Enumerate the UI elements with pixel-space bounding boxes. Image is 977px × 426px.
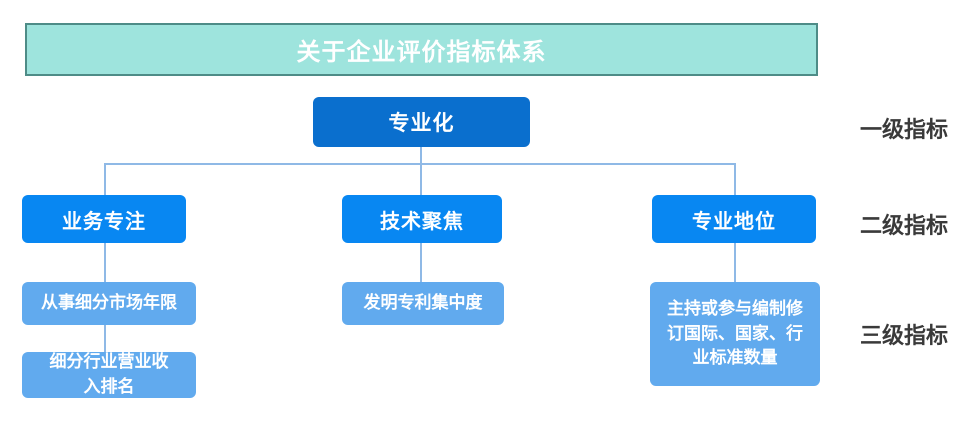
level2-node-technology-focus: 技术聚焦	[342, 195, 502, 243]
level3-node-label: 发明专利集中度	[363, 293, 483, 313]
connector-line	[104, 325, 106, 353]
connector-line	[420, 147, 422, 164]
diagram-title-banner: 关于企业评价指标体系	[25, 23, 818, 76]
tier-label-level1: 一级指标	[860, 117, 949, 142]
level3-node-label: 从事细分市场年限	[41, 293, 177, 313]
connector-line	[420, 163, 422, 196]
level3-node-market-years: 从事细分市场年限	[22, 282, 196, 325]
level1-node: 专业化	[313, 97, 530, 147]
level2-node-label: 专业地位	[692, 210, 776, 233]
level2-node-label: 技术聚焦	[380, 210, 464, 233]
diagram-title: 关于企业评价指标体系	[296, 39, 547, 66]
level1-node-label: 专业化	[388, 112, 455, 135]
connector-line	[104, 243, 106, 283]
level3-node-label: 主持或参与编制修订国际、国家、行业标准数量	[667, 299, 803, 368]
connector-line	[420, 243, 422, 283]
level3-node-standards-count: 主持或参与编制修订国际、国家、行业标准数量	[650, 282, 820, 386]
connector-line	[734, 243, 736, 283]
level3-node-revenue-ranking: 细分行业营业收入排名	[22, 352, 196, 398]
tier-label-level3: 三级指标	[860, 323, 949, 348]
level2-node-label: 业务专注	[62, 210, 146, 233]
level2-node-professional-status: 专业地位	[652, 195, 816, 243]
connector-line	[734, 163, 736, 196]
tier-label-level2: 二级指标	[860, 213, 949, 238]
level2-node-business-focus: 业务专注	[22, 195, 186, 243]
level3-node-patent-concentration: 发明专利集中度	[342, 282, 504, 325]
connector-line	[104, 163, 106, 196]
level3-node-label: 细分行业营业收入排名	[49, 352, 169, 396]
